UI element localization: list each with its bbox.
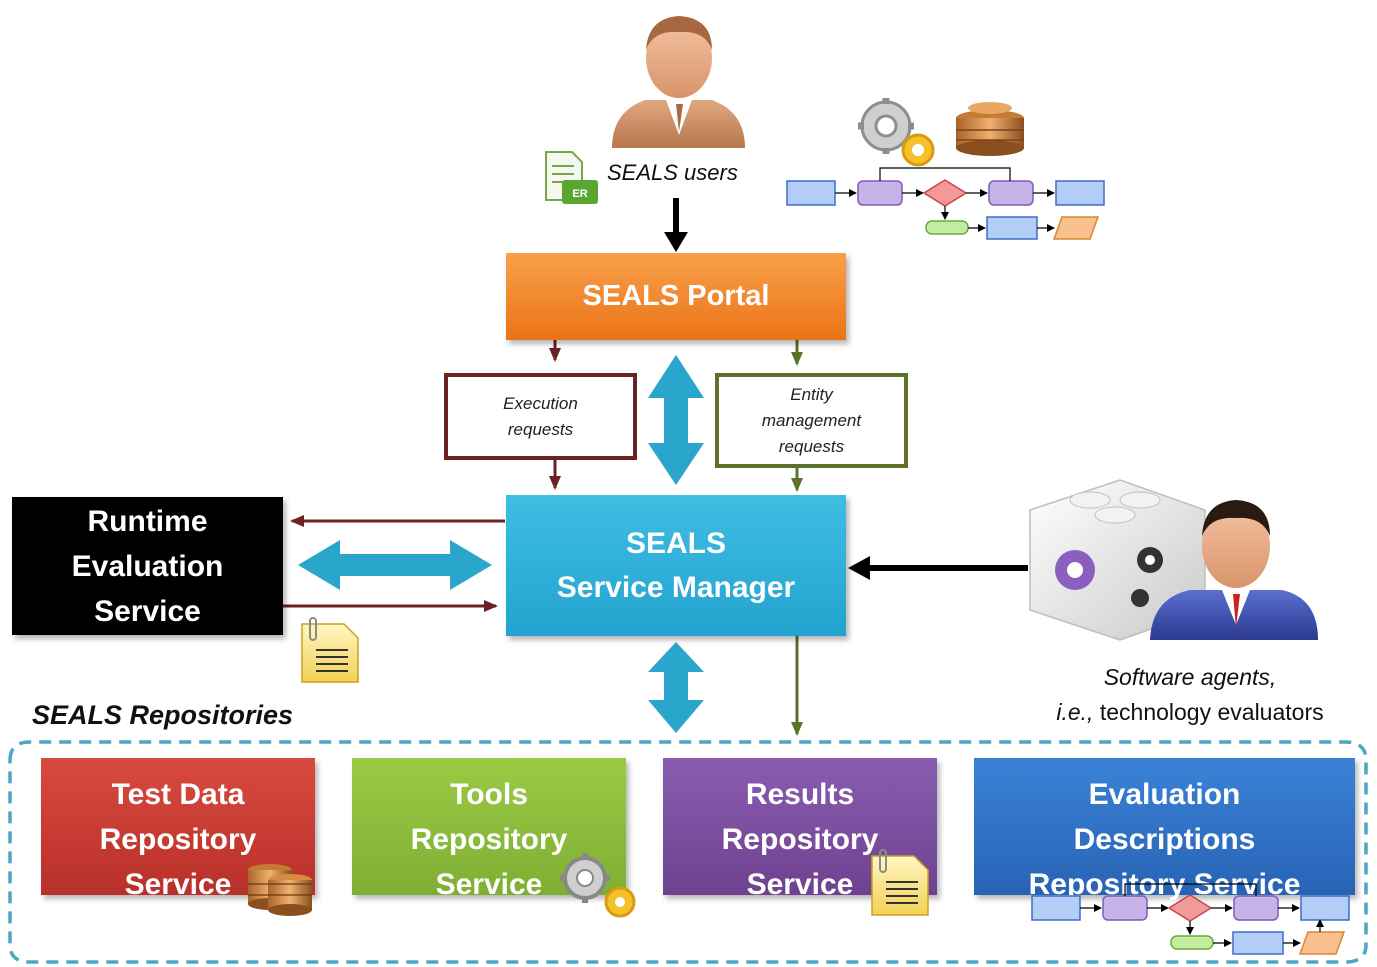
- repo2-line1: Tools: [450, 778, 528, 811]
- gears-database-illustration: [858, 98, 1024, 167]
- portal-manager-double-arrow: [648, 355, 704, 485]
- document-er-icon: ER: [545, 151, 598, 204]
- runtime-evaluation-service-box: Runtime Evaluation Service: [12, 497, 283, 635]
- repo1-line1: Test Data: [111, 778, 245, 811]
- entity-requests-line2: management: [761, 410, 862, 430]
- evaluation-descriptions-repository-box: Evaluation Descriptions Repository Servi…: [974, 758, 1355, 901]
- software-agents-line1: Software agents,: [1103, 664, 1277, 690]
- repo3-line2: Repository: [721, 823, 879, 856]
- repo4-line2: Descriptions: [1073, 823, 1256, 856]
- repo1-line3: Service: [124, 868, 232, 901]
- execution-requests-line1: Execution: [503, 393, 578, 413]
- software-agent-icon: [1029, 479, 1318, 641]
- entity-management-requests-box: Entity management requests: [715, 373, 908, 468]
- manager-repos-double-arrow: [648, 642, 704, 733]
- repo2-line3: Service: [435, 868, 543, 901]
- runtime-manager-double-arrow: [298, 540, 492, 590]
- repo1-line2: Repository: [99, 823, 257, 856]
- execution-requests-box: Execution requests: [444, 373, 637, 460]
- software-agents-line2: technology evaluators: [1093, 699, 1324, 725]
- runtime-line2: Evaluation: [71, 549, 224, 583]
- document-icon: [871, 849, 929, 916]
- user-person-icon: [612, 16, 745, 148]
- service-manager-line1: SEALS: [625, 526, 727, 560]
- workflow-diagram-top: [786, 167, 1105, 240]
- entity-requests-line1: Entity: [790, 384, 833, 404]
- repositories-dashed-border: [8, 740, 1368, 964]
- document-icon: [301, 617, 359, 683]
- repo4-line1: Evaluation: [1088, 778, 1241, 811]
- service-manager-line2: Service Manager: [556, 570, 796, 604]
- gears-icon: [560, 853, 636, 918]
- execution-requests-line2: requests: [507, 419, 574, 439]
- seals-service-manager-box: SEALS Service Manager: [506, 495, 846, 636]
- repo3-line1: Results: [745, 778, 855, 811]
- repo3-line3: Service: [746, 868, 854, 901]
- seals-repositories-title: SEALS Repositories: [32, 700, 294, 730]
- workflow-icon: [1031, 883, 1350, 955]
- repo2-line2: Repository: [410, 823, 568, 856]
- software-agents-label: Software agents, i.e., technology evalua…: [1020, 660, 1360, 730]
- runtime-line3: Service: [94, 594, 201, 628]
- runtime-line1: Runtime: [87, 504, 208, 538]
- seals-users-label: SEALS users: [607, 160, 738, 185]
- software-agents-ie: i.e.,: [1056, 699, 1094, 725]
- er-badge-text: ER: [572, 188, 587, 200]
- test-data-repository-box: Test Data Repository Service: [41, 758, 315, 901]
- entity-requests-line3: requests: [778, 436, 845, 456]
- seals-portal-box: SEALS Portal: [506, 253, 846, 340]
- database-icon: [248, 864, 312, 916]
- seals-portal-label: SEALS Portal: [582, 280, 770, 312]
